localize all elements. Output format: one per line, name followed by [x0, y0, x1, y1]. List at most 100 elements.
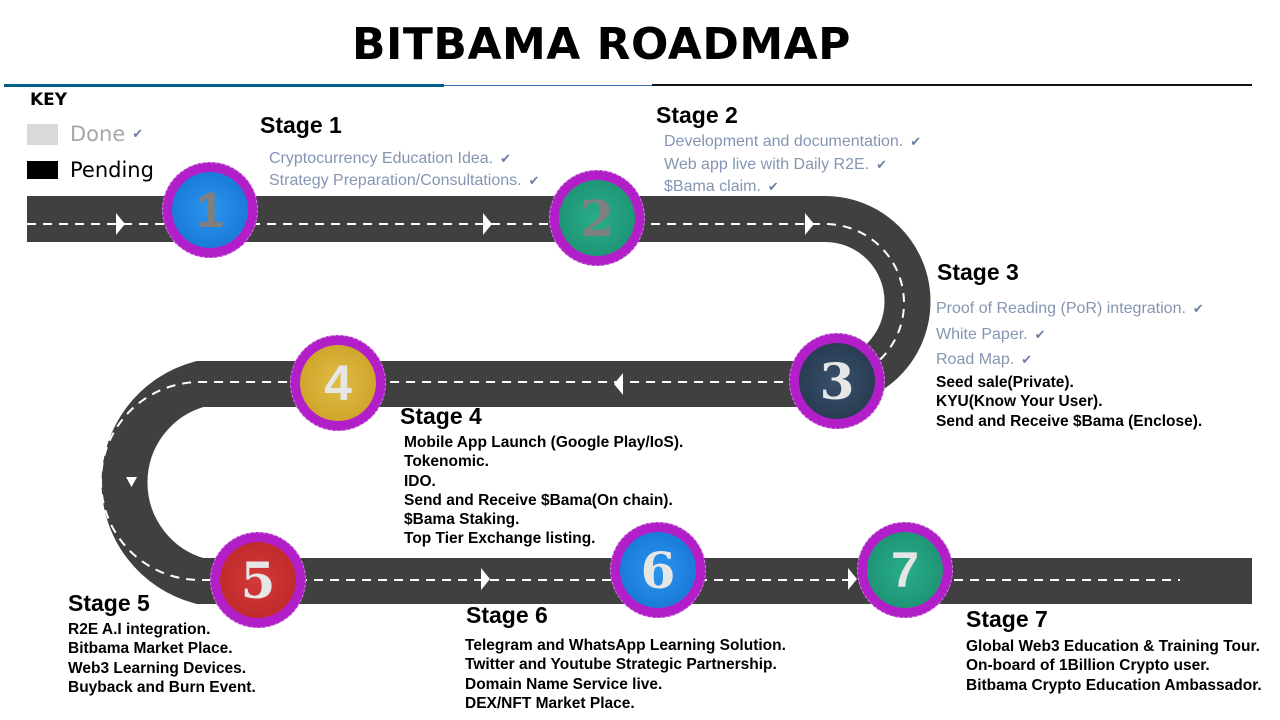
- stage-item-text: $Bama claim.: [664, 178, 761, 195]
- stage-item-text: Domain Name Service live.: [465, 675, 663, 693]
- stage-item-done: White Paper. ✔: [936, 322, 1204, 348]
- arrow-icon: [126, 477, 137, 487]
- done-swatch: [27, 123, 58, 145]
- check-icon: ✔: [767, 179, 779, 194]
- arrow-icon: [848, 568, 857, 590]
- stage-item-pending: DEX/NFT Market Place.: [465, 694, 786, 713]
- stage-item-pending: KYU(Know Your User).: [936, 392, 1204, 412]
- check-icon: ✔: [500, 151, 512, 166]
- arrow-icon: [481, 568, 490, 590]
- arrow-icon: [483, 213, 492, 235]
- stage-item-pending: On-board of 1Billion Crypto user.: [966, 656, 1262, 675]
- stage-items-1: Cryptocurrency Education Idea.✔Strategy …: [269, 148, 540, 192]
- stage-item-text: IDO.: [404, 472, 436, 490]
- stage-item-text: Web3 Learning Devices.: [68, 659, 247, 677]
- stage-item-text: KYU(Know Your User).: [936, 393, 1103, 410]
- stage-item-text: Top Tier Exchange listing.: [404, 530, 596, 548]
- stage-item-text: Bitbama Market Place.: [68, 640, 233, 658]
- stage-title-7: Stage 7: [966, 606, 1048, 632]
- stage-item-text: Seed sale(Private).: [936, 373, 1074, 391]
- check-icon: ✔: [876, 156, 888, 172]
- stage-items-3: Proof of Reading (PoR) integration.✔Whit…: [936, 296, 1204, 431]
- arrow-icon: [116, 213, 125, 235]
- key-pending: Pending: [27, 158, 154, 182]
- stage-items-2: Development and documentation.✔Web app l…: [664, 131, 921, 199]
- check-icon: ✔: [1021, 352, 1033, 367]
- stage-item-text: On-board of 1Billion Crypto user.: [966, 657, 1210, 675]
- stage-title-5: Stage 5: [68, 590, 150, 616]
- stage-number-5: 5: [220, 542, 296, 618]
- stage-item-text: Web app live with Daily R2E.: [664, 155, 870, 173]
- stage-item-pending: R2E A.I integration.: [68, 620, 256, 639]
- stage-number-3: 3: [799, 343, 875, 419]
- check-icon: ✔: [1192, 301, 1204, 316]
- stage-item-text: Tokenomic.: [404, 453, 489, 471]
- check-icon: ✔: [132, 126, 144, 141]
- stage-items-7: Global Web3 Education & Training Tour. On…: [966, 637, 1262, 695]
- stage-item-text: Mobile App Launch (Google Play/IoS).: [404, 434, 684, 451]
- stage-item-pending: Mobile App Launch (Google Play/IoS).: [404, 433, 683, 452]
- stage-item-text: R2E A.I integration.: [68, 621, 211, 638]
- stage-marker-2: 2: [549, 170, 645, 266]
- stage-item-pending: $Bama Staking.: [404, 510, 683, 529]
- pending-swatch: [27, 161, 58, 179]
- page-title: BITBAMA ROADMAP: [352, 19, 851, 70]
- stage-item-done: $Bama claim. ✔: [664, 176, 921, 199]
- stage-item-done: Strategy Preparation/Consultations. ✔: [269, 170, 540, 192]
- check-icon: ✔: [528, 173, 540, 188]
- stage-item-done: Web app live with Daily R2E. ✔: [664, 154, 921, 177]
- stage-number-7: 7: [867, 532, 943, 608]
- stage-item-text: $Bama Staking.: [404, 511, 520, 529]
- key-heading: KEY: [30, 90, 68, 110]
- arrow-icon: [805, 213, 814, 235]
- road-centerline: [27, 223, 1180, 581]
- stage-item-pending: Tokenomic.: [404, 452, 683, 471]
- stage-item-pending: Web3 Learning Devices.: [68, 659, 256, 678]
- stage-marker-5: 5: [210, 532, 306, 628]
- stage-items-5: R2E A.I integration. Bitbama Market Place…: [68, 620, 256, 697]
- stage-item-pending: Seed sale(Private).: [936, 373, 1204, 393]
- stage-number-6: 6: [620, 532, 696, 608]
- stage-item-pending: Bitbama Market Place.: [68, 639, 256, 658]
- stage-number-1: 1: [172, 172, 248, 248]
- stage-item-pending: Telegram and WhatsApp Learning Solution.: [465, 636, 786, 655]
- stage-item-text: Bitbama Crypto Education Ambassador.: [966, 676, 1262, 694]
- stage-marker-7: 7: [857, 522, 953, 618]
- stage-item-text: Telegram and WhatsApp Learning Solution.: [465, 637, 786, 654]
- stage-marker-6: 6: [610, 522, 706, 618]
- stage-title-4: Stage 4: [400, 403, 482, 429]
- stage-item-pending: Buyback and Burn Event.: [68, 678, 256, 697]
- stage-marker-4: 4: [290, 335, 386, 431]
- stage-item-text: Strategy Preparation/Consultations.: [269, 172, 522, 189]
- stage-item-text: DEX/NFT Market Place.: [465, 694, 635, 712]
- stage-item-pending: Twitter and Youtube Strategic Partnershi…: [465, 655, 786, 674]
- stage-title-6: Stage 6: [466, 602, 548, 628]
- check-icon: ✔: [1034, 326, 1046, 342]
- stage-title-2: Stage 2: [656, 102, 738, 128]
- stage-item-pending: Bitbama Crypto Education Ambassador.: [966, 676, 1262, 695]
- header-divider: [444, 85, 652, 86]
- stage-item-done: Development and documentation. ✔: [664, 131, 921, 154]
- stage-item-pending: IDO.: [404, 472, 683, 491]
- stage-item-text: White Paper.: [936, 325, 1028, 343]
- stage-items-6: Telegram and WhatsApp Learning Solution.…: [465, 636, 786, 713]
- stage-item-text: Buyback and Burn Event.: [68, 678, 256, 696]
- stage-number-2: 2: [559, 180, 635, 256]
- header-divider: [4, 84, 444, 87]
- check-icon: ✔: [910, 134, 922, 149]
- stage-title-3: Stage 3: [937, 259, 1019, 285]
- stage-item-done: Cryptocurrency Education Idea.✔: [269, 148, 540, 170]
- stage-item-text: Proof of Reading (PoR) integration.: [936, 300, 1186, 317]
- stage-item-text: Send and Receive $Bama(On chain).: [404, 491, 673, 509]
- stage-item-text: Global Web3 Education & Training Tour.: [966, 638, 1260, 655]
- stage-marker-3: 3: [789, 333, 885, 429]
- stage-title-1: Stage 1: [260, 112, 342, 138]
- stage-items-4: Mobile App Launch (Google Play/IoS). Toke…: [404, 433, 683, 549]
- pending-label: Pending: [70, 158, 154, 182]
- stage-item-text: Development and documentation.: [664, 133, 904, 150]
- stage-item-pending: Send and Receive $Bama(On chain).: [404, 491, 683, 510]
- stage-item-pending: Send and Receive $Bama (Enclose).: [936, 412, 1204, 432]
- stage-item-text: Road Map.: [936, 351, 1015, 368]
- stage-item-pending: Domain Name Service live.: [465, 675, 786, 694]
- done-label: Done: [70, 122, 126, 146]
